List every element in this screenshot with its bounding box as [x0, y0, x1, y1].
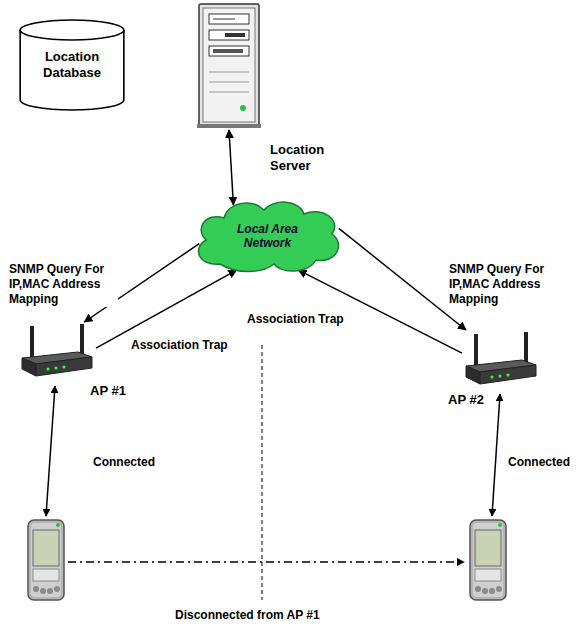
node-label: Location Server [270, 142, 345, 173]
connected-arrow [492, 394, 500, 516]
edge-label: SNMP Query For IP,MAC Address Mapping [8, 262, 118, 307]
access-point: AP #1 [18, 322, 96, 380]
server-icon-outline [195, 2, 263, 130]
pda-device [28, 520, 64, 600]
node-label: Local Area Network [220, 222, 315, 251]
edge-label: Association Trap [130, 338, 252, 353]
annotation-label: Connected [507, 455, 571, 470]
network-cloud: Local Area Network [190, 198, 345, 274]
annotation-label: Disconnected from AP #1 [174, 608, 321, 623]
edge-label: Association Trap [246, 312, 368, 327]
node-label: AP #2 [448, 392, 508, 408]
movement-arrow [68, 561, 464, 562]
access-point-outline [18, 322, 96, 380]
connector-arrow [229, 130, 233, 205]
connected-arrow [46, 386, 55, 516]
node-label: AP #1 [90, 383, 150, 399]
pda-device [470, 520, 506, 600]
server-icon: Location Server [195, 2, 263, 130]
node-label: Location Database [26, 49, 118, 80]
edge-label: SNMP Query For IP,MAC Address Mapping [448, 262, 558, 307]
database-cylinder: Location Database [18, 18, 126, 112]
access-point-outline [462, 330, 540, 388]
access-point: AP #2 [462, 330, 540, 388]
annotation-label: Connected [92, 455, 156, 470]
